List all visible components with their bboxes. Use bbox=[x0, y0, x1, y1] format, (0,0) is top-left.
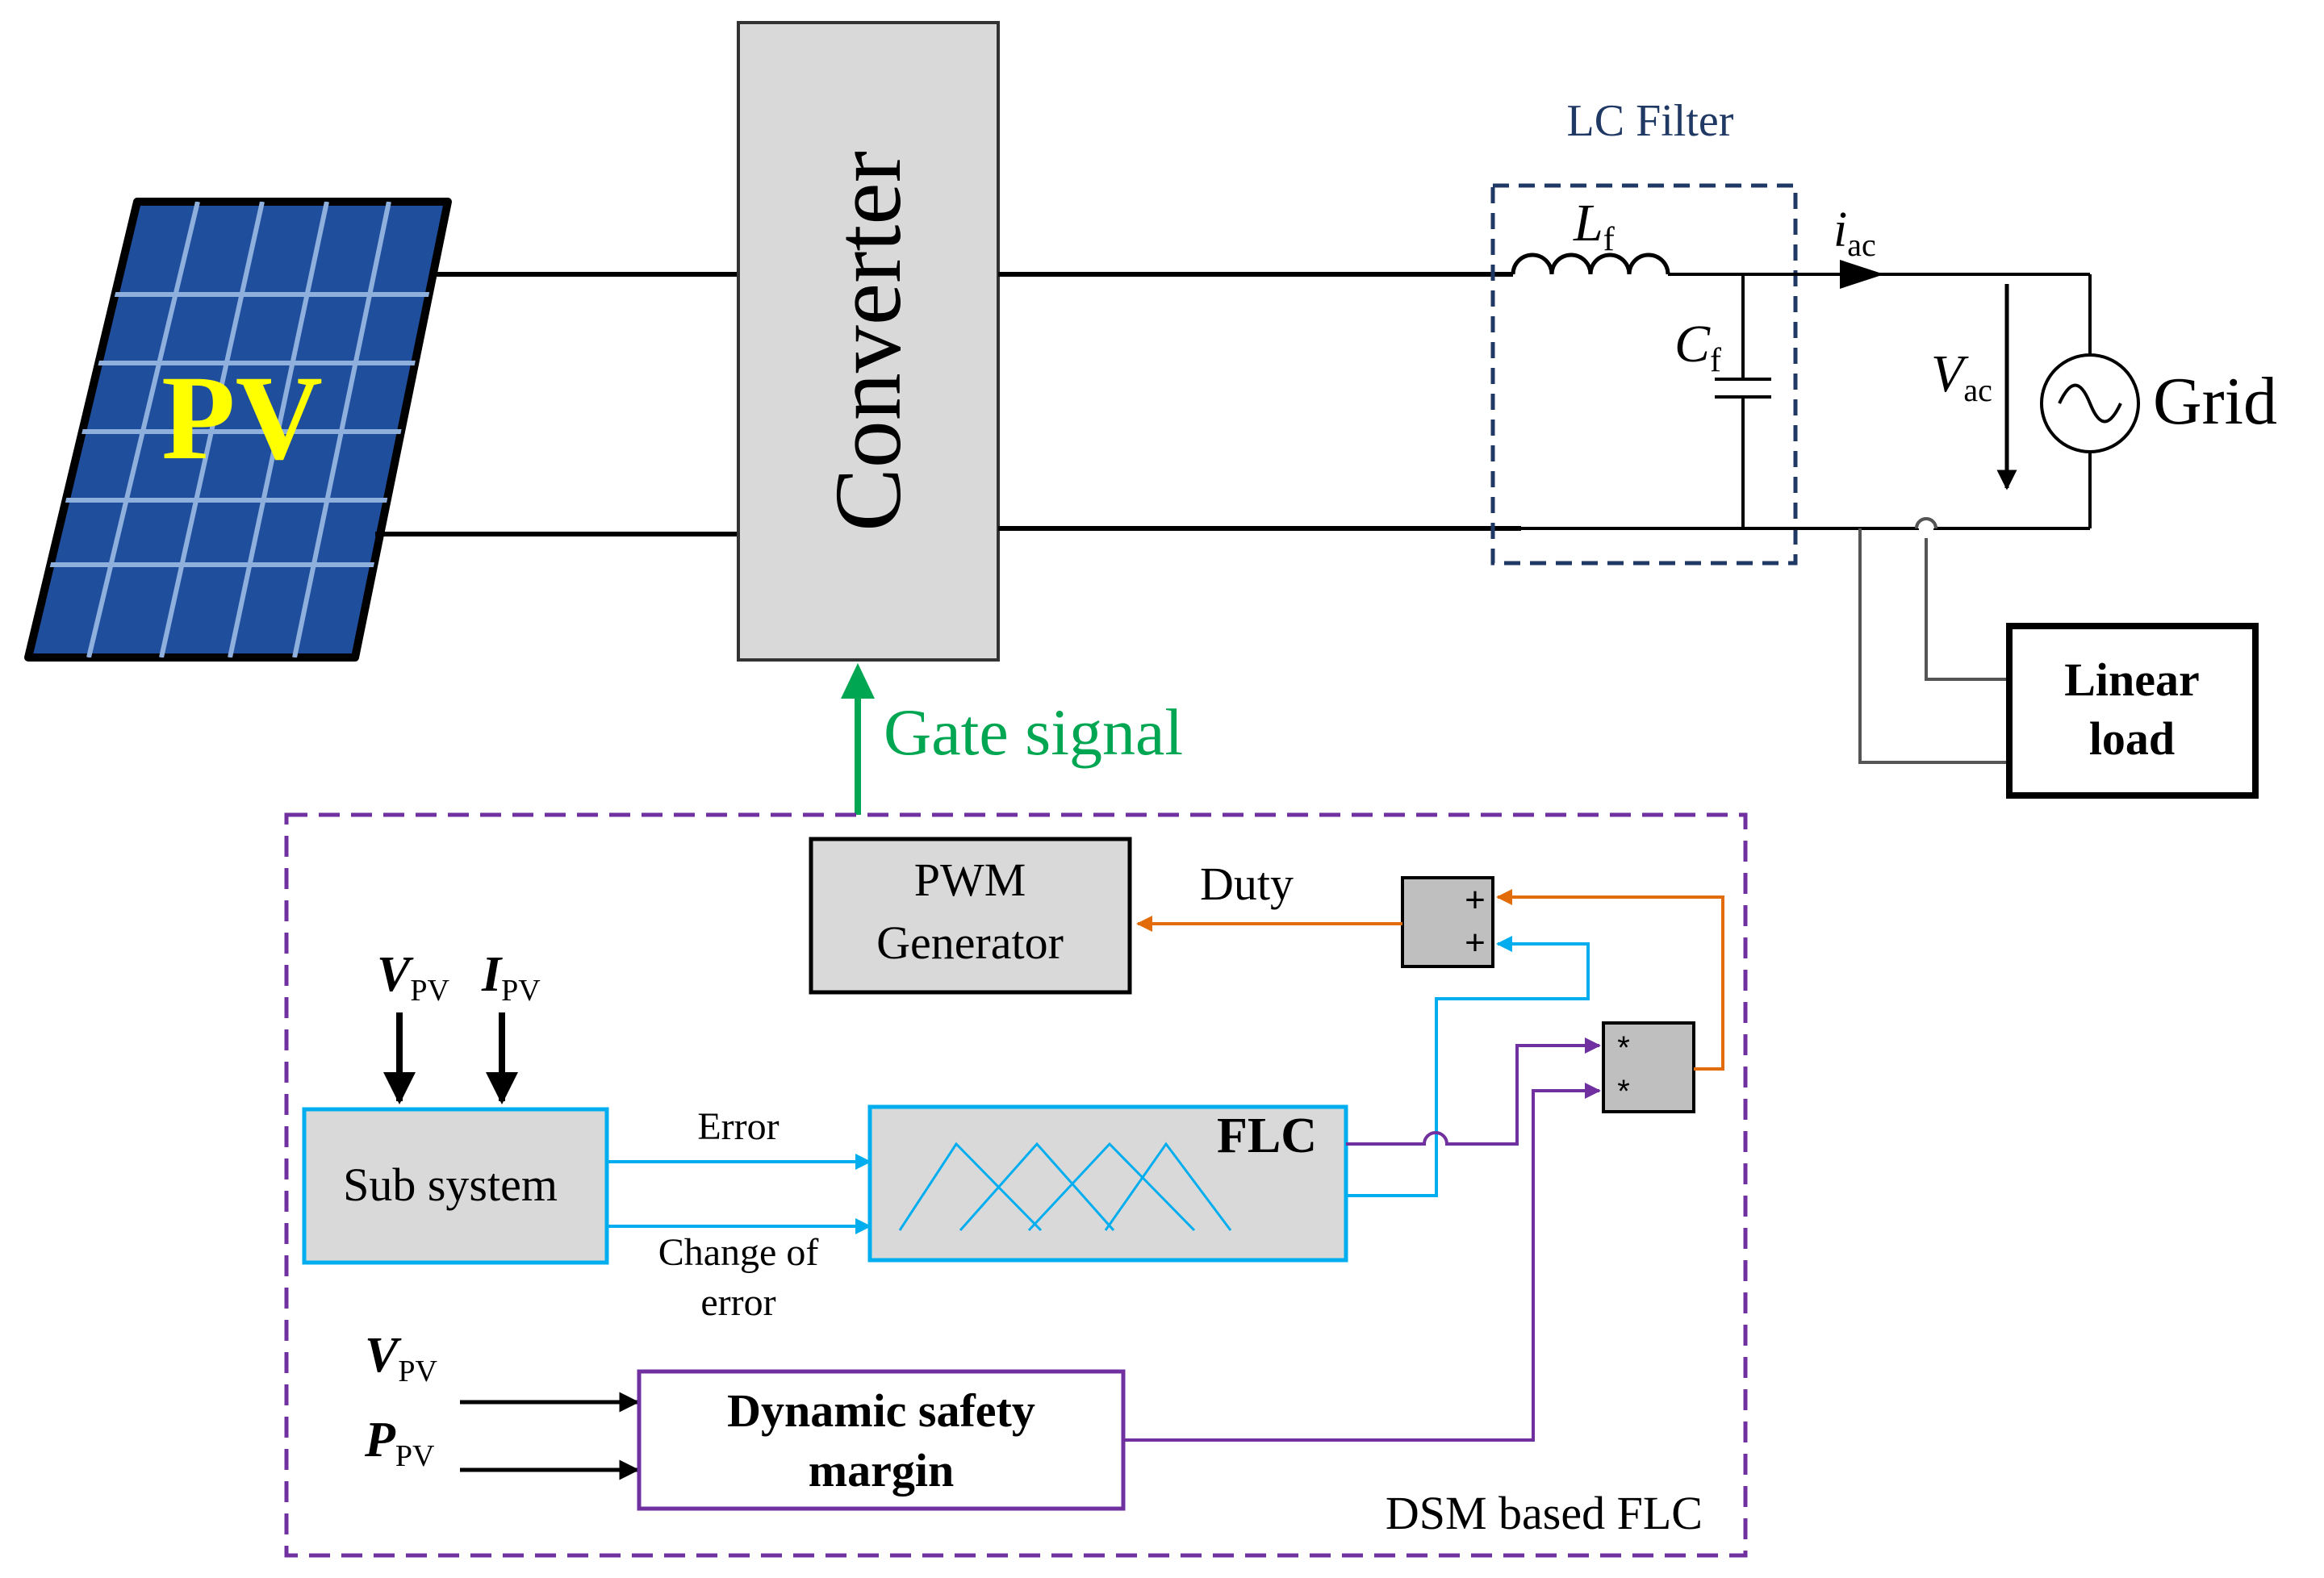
error-signals bbox=[607, 1154, 872, 1234]
dsm-block-line2: margin bbox=[809, 1444, 954, 1497]
converter-block: Converter bbox=[737, 21, 1000, 662]
change-of-error-line2: error bbox=[700, 1281, 775, 1324]
pv-label: PV bbox=[161, 351, 323, 485]
voltage-label: Vac bbox=[1931, 344, 1992, 408]
product-block: * * bbox=[1602, 1021, 1695, 1113]
change-of-error-line1: Change of bbox=[658, 1231, 819, 1274]
pwm-line1: PWM bbox=[914, 854, 1026, 906]
dsm-input-p: PPV bbox=[364, 1413, 435, 1473]
capacitor-label: Cf bbox=[1674, 315, 1721, 379]
pwm-line2: Generator bbox=[876, 916, 1064, 969]
subsystem-block: Sub system bbox=[302, 1107, 609, 1265]
current-label: iac bbox=[1833, 202, 1876, 263]
flc-to-product-signal bbox=[1346, 1037, 1601, 1146]
dsm-region-border bbox=[284, 812, 1748, 1558]
sum-sign-2: + bbox=[1465, 923, 1486, 962]
capacitor bbox=[1715, 274, 1771, 528]
lc-filter-label: LC Filter bbox=[1567, 96, 1734, 146]
grid-label: Grid bbox=[2153, 364, 2277, 439]
lc-filter-border bbox=[1490, 183, 1798, 566]
current-indicator: iac bbox=[1833, 202, 1884, 289]
converter-label: Converter bbox=[815, 151, 921, 532]
gate-signal: Gate signal bbox=[841, 663, 1183, 815]
converter-box bbox=[737, 21, 1000, 662]
linear-load-box bbox=[2006, 623, 2259, 799]
ac-wires bbox=[998, 272, 1521, 531]
duty-signal bbox=[1136, 889, 1724, 1071]
grid-side: Vac Grid Linear load bbox=[1858, 274, 2277, 799]
linear-load-line1: Linear bbox=[2064, 653, 2200, 706]
subsystem-inputs: VPV IPV bbox=[377, 947, 541, 1104]
pv-panel: PV bbox=[24, 198, 452, 662]
flc-block: FLC bbox=[867, 1104, 1348, 1263]
subsystem-input-i: IPV bbox=[481, 947, 541, 1008]
sum-sign-1: + bbox=[1465, 880, 1486, 920]
dc-bus-wires bbox=[375, 272, 738, 536]
subsystem-input-v: VPV bbox=[377, 947, 449, 1008]
dsm-to-product-signal bbox=[1123, 1083, 1601, 1442]
flc-label: FLC bbox=[1217, 1108, 1317, 1163]
error-label: Error bbox=[697, 1105, 779, 1148]
pv-panel-grid bbox=[28, 202, 448, 658]
gate-signal-label: Gate signal bbox=[884, 695, 1183, 769]
linear-load-line2: load bbox=[2089, 712, 2175, 765]
inductor-coil bbox=[1511, 253, 1670, 275]
inductor-label: Lf bbox=[1573, 194, 1615, 258]
dsm-inputs: VPV PPV bbox=[364, 1328, 640, 1480]
pwm-box bbox=[809, 837, 1132, 995]
dsm-region-label: DSM based FLC bbox=[1386, 1487, 1703, 1539]
pwm-generator: PWM Generator bbox=[809, 837, 1132, 995]
subsystem-label: Sub system bbox=[343, 1158, 558, 1211]
dsm-block-line1: Dynamic safety bbox=[727, 1384, 1035, 1437]
sum-block: + + bbox=[1401, 876, 1494, 968]
dsm-input-v: VPV bbox=[365, 1328, 437, 1388]
product-sign-2: * bbox=[1617, 1074, 1630, 1109]
membership-functions-icon bbox=[898, 1142, 1232, 1232]
product-sign-1: * bbox=[1617, 1030, 1630, 1066]
lc-filter: LC Filter Lf Cf bbox=[1490, 96, 2090, 566]
dsm-block: Dynamic safety margin bbox=[637, 1369, 1126, 1511]
flc-to-sum-signal bbox=[1346, 936, 1590, 1197]
duty-label: Duty bbox=[1200, 858, 1294, 910]
